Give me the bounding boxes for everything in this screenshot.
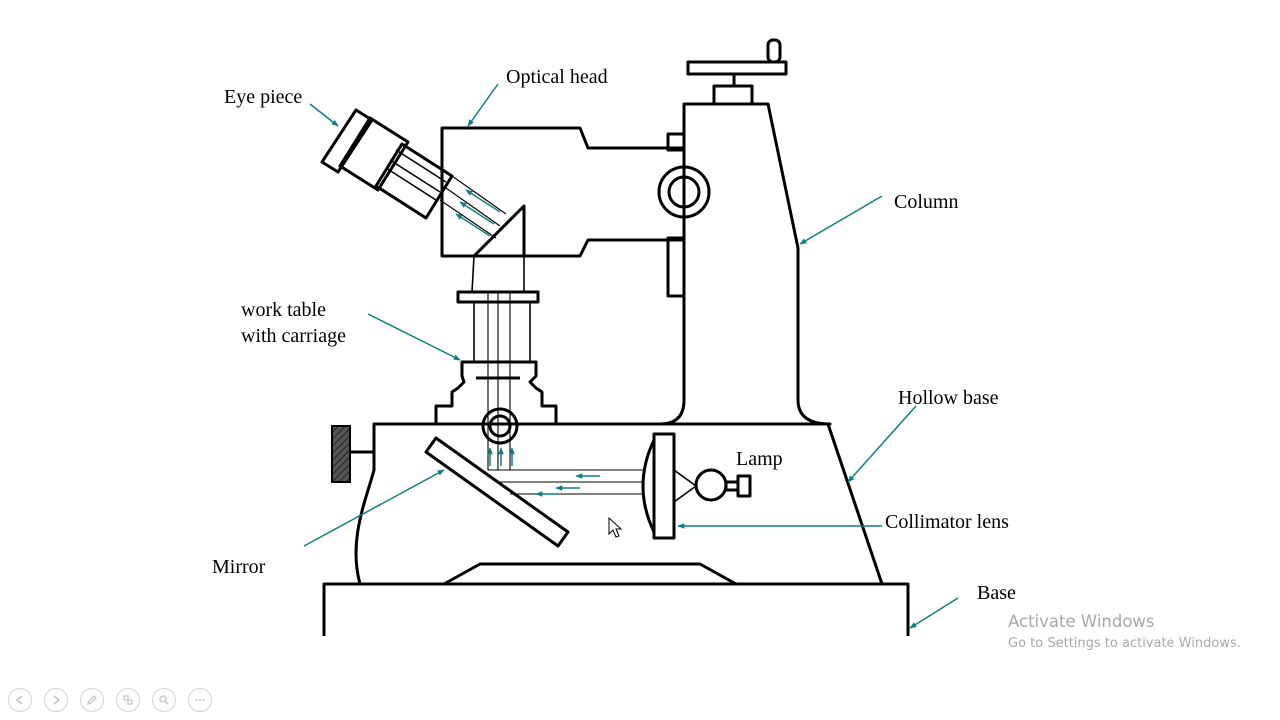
- leader-eye-piece: [309, 103, 339, 127]
- label-base: Base: [977, 582, 1016, 604]
- labels: Eye piece Optical head Column work table…: [212, 66, 1016, 604]
- light-rays: [439, 175, 644, 497]
- mirror-part: [424, 436, 570, 548]
- watermark-title: Activate Windows: [1008, 612, 1155, 631]
- column-part: [658, 38, 832, 426]
- prev-icon[interactable]: [8, 688, 32, 712]
- work-table-part: [434, 290, 558, 445]
- label-work-table-1: work table: [241, 299, 326, 321]
- hollow-base-part: [331, 422, 884, 586]
- pen-icon[interactable]: [80, 688, 104, 712]
- leader-optical-head: [467, 83, 499, 127]
- label-hollow-base: Hollow base: [898, 387, 999, 409]
- slides-icon[interactable]: [116, 688, 140, 712]
- base-part: [322, 562, 910, 636]
- leader-base: [909, 597, 959, 629]
- leader-arrows: [303, 83, 959, 629]
- leader-work-table: [367, 313, 461, 361]
- leader-column: [799, 195, 883, 245]
- leader-hollow-base: [847, 405, 917, 483]
- label-work-table-2: with carriage: [241, 325, 346, 347]
- label-lamp: Lamp: [736, 448, 783, 470]
- eye-piece-part: [320, 108, 454, 220]
- optical-head-part: [440, 126, 711, 293]
- label-optical-head: Optical head: [506, 66, 608, 88]
- next-icon[interactable]: [44, 688, 68, 712]
- more-icon[interactable]: [188, 688, 212, 712]
- collimator-lamp-part: [641, 432, 752, 540]
- mouse-cursor-icon: [608, 516, 623, 538]
- watermark-subtitle: Go to Settings to activate Windows.: [1008, 636, 1241, 651]
- slideshow-toolbar: [8, 688, 220, 716]
- leader-mirror: [303, 469, 445, 547]
- zoom-icon[interactable]: [152, 688, 176, 712]
- label-eye-piece: Eye piece: [224, 86, 302, 108]
- label-collimator-lens: Collimator lens: [885, 511, 1009, 533]
- label-column: Column: [894, 191, 958, 213]
- label-mirror: Mirror: [212, 556, 266, 578]
